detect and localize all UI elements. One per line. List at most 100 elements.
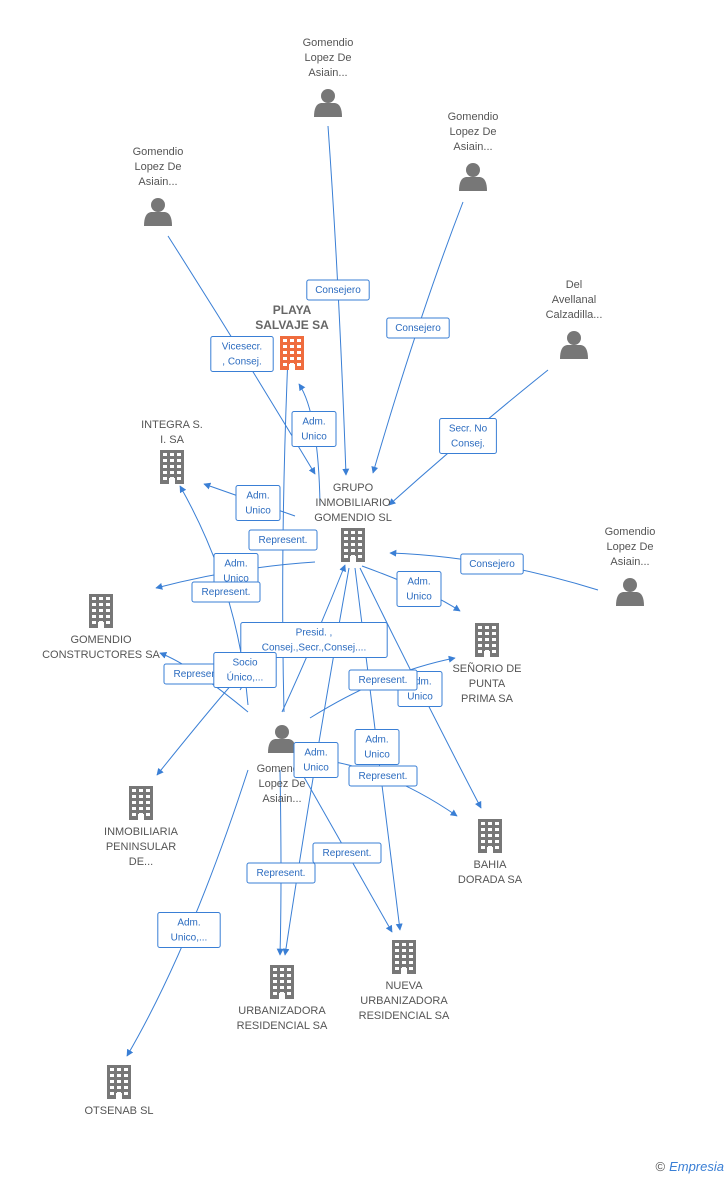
- edge-label-text: Adm.: [304, 748, 327, 759]
- edge-label-text: Adm.: [407, 577, 430, 588]
- node-label: RESIDENCIAL SA: [237, 1020, 328, 1032]
- node-label: PENINSULAR: [106, 841, 176, 853]
- node-label: SEÑORIO DE: [452, 662, 521, 675]
- edge-label-text: Represent.: [323, 848, 372, 859]
- node-integra[interactable]: INTEGRA S.I. SA: [141, 419, 203, 484]
- building-icon: [89, 594, 113, 628]
- edge-label[interactable]: Adm.Unico: [213, 553, 259, 589]
- node-otsenab[interactable]: OTSENAB SL: [84, 1065, 154, 1117]
- edge-label-text: Adm.: [177, 918, 200, 929]
- edge-label-text: Socio: [232, 658, 257, 669]
- node-label: INMOBILIARIA: [104, 826, 179, 838]
- edge-label-text: Consej.: [451, 439, 485, 450]
- node-label: PRIMA SA: [461, 693, 514, 705]
- node-label: Gomendio: [133, 146, 184, 158]
- node-label: DE...: [129, 856, 153, 868]
- edge-label[interactable]: Adm.Unico: [235, 485, 281, 521]
- edge-label[interactable]: Represent.: [348, 765, 418, 787]
- node-label: Asiain...: [138, 176, 177, 188]
- node-label: Gomendio: [448, 111, 499, 123]
- building-icon: [129, 786, 153, 820]
- edge-label-text: Vicesecr.: [222, 342, 262, 353]
- node-label: OTSENAB SL: [84, 1105, 153, 1117]
- brand-logo[interactable]: Empresia: [669, 1159, 724, 1174]
- edge-label[interactable]: Consejero: [460, 553, 524, 575]
- edge-label[interactable]: Adm.Unico: [291, 411, 337, 447]
- edge-label[interactable]: Represent.: [348, 669, 418, 691]
- node-p4[interactable]: DelAvellanalCalzadilla...: [546, 279, 603, 359]
- person-icon: [616, 578, 644, 606]
- edge-label[interactable]: Adm.Unico: [293, 742, 339, 778]
- building-icon: [280, 336, 304, 370]
- edge-label-text: Unico,...: [171, 933, 208, 944]
- edge-label-text: Unico: [407, 692, 433, 703]
- edge-label[interactable]: Represent.: [248, 529, 318, 551]
- building-icon: [392, 940, 416, 974]
- node-label: CONSTRUCTORES SA: [42, 649, 160, 661]
- edge-label[interactable]: Consejero: [386, 317, 450, 339]
- node-label: GRUPO: [333, 482, 374, 494]
- node-urbanizadora[interactable]: URBANIZADORA RESIDENCIAL SA: [237, 965, 328, 1032]
- edge-label-text: Adm.: [408, 677, 431, 688]
- edge-label-text: Consejero: [395, 323, 441, 334]
- node-label: Lopez De: [449, 126, 496, 138]
- node-label: BAHIA: [473, 859, 507, 871]
- person-icon: [268, 725, 296, 753]
- edge-label-text: Unico: [223, 574, 249, 585]
- edge-label-text: Secr. No: [449, 424, 488, 435]
- edge-label-text: Adm.: [365, 735, 388, 746]
- edge-label[interactable]: Adm. Unico,...: [157, 912, 221, 948]
- edge-label[interactable]: Represent.: [312, 842, 382, 864]
- node-label: Asiain...: [308, 67, 347, 79]
- edge-label-text: Unico: [301, 432, 327, 443]
- edge-label-text: Adm.: [246, 491, 269, 502]
- copyright-notice: ©Empresia: [655, 1159, 724, 1174]
- node-label: INTEGRA S.: [141, 419, 203, 431]
- building-icon: [478, 819, 502, 853]
- node-label: URBANIZADORA: [238, 1005, 326, 1017]
- edge-label-text: Represent.: [202, 587, 251, 598]
- edge-label[interactable]: Secr. No Consej.: [439, 418, 497, 454]
- person-icon: [560, 331, 588, 359]
- node-label: PLAYA: [273, 303, 312, 317]
- person-icon: [459, 163, 487, 191]
- edge-label[interactable]: SocioÚnico,...: [213, 652, 277, 688]
- node-label: NUEVA: [385, 980, 423, 992]
- edge-label-text: Consejero: [315, 285, 361, 296]
- edge-label-text: Consejero: [469, 559, 515, 570]
- node-label: Asiain...: [610, 556, 649, 568]
- edge-label[interactable]: Adm. Unico: [396, 571, 442, 607]
- node-bahia[interactable]: BAHIA DORADA SA: [458, 819, 523, 886]
- edge-label-text: Represent.: [174, 669, 223, 680]
- edge-label[interactable]: Vicesecr., Consej.: [210, 336, 274, 372]
- edge-label-text: Represent.: [359, 675, 408, 686]
- building-icon: [107, 1065, 131, 1099]
- edge-label[interactable]: Presid. ,Consej.,Secr.,Consej....: [240, 622, 388, 658]
- person-icon: [314, 89, 342, 117]
- node-label: DORADA SA: [458, 874, 523, 886]
- node-label: Del: [566, 279, 583, 291]
- building-icon: [160, 450, 184, 484]
- node-label: Lopez De: [134, 161, 181, 173]
- edge-label[interactable]: Represent.: [191, 581, 261, 603]
- edge-label[interactable]: Consejero: [306, 279, 370, 301]
- edge-label-text: Único,...: [227, 671, 264, 684]
- node-peninsular[interactable]: INMOBILIARIA PENINSULAR DE...: [104, 786, 179, 868]
- edge-label[interactable]: Represent.: [246, 862, 316, 884]
- edge-label-text: Unico: [406, 592, 432, 603]
- node-label: Asiain...: [262, 793, 301, 805]
- node-label: Lopez De: [258, 778, 305, 790]
- node-label: Gomendio: [605, 526, 656, 538]
- node-label: GOMENDIO SL: [314, 512, 392, 524]
- edge-label[interactable]: Adm.Unico: [354, 729, 400, 765]
- node-label: Calzadilla...: [546, 309, 603, 321]
